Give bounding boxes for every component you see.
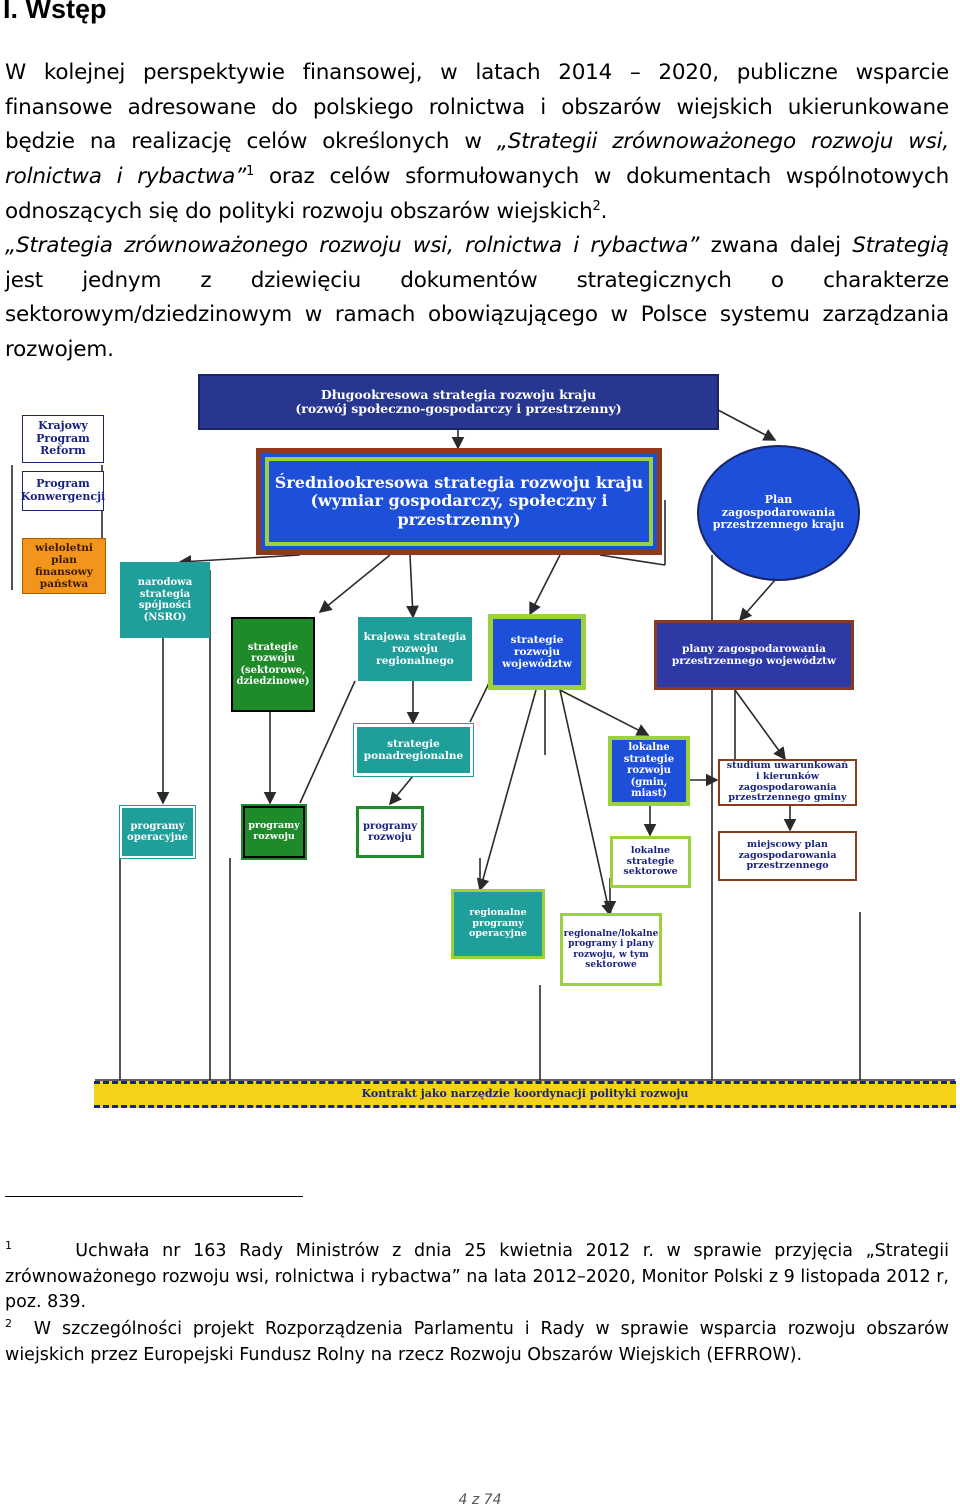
supraregional-strategies-box: strategie ponadregionalne: [353, 723, 474, 777]
nsro-box: narodowa strategia spójności (NSRO): [120, 562, 210, 638]
footnote-ref-2[interactable]: 2: [592, 198, 601, 214]
long-term-strategy-box: Długookresowa strategia rozwoju kraju (r…: [198, 374, 719, 430]
regional-operational-programs-box: regionalne programy operacyjne: [451, 889, 545, 959]
multiyear-financial-plan-box: wieloletni plan finansowy państwa: [22, 538, 106, 594]
national-reform-program-box: Krajowy Program Reform: [22, 415, 104, 463]
operational-programs-box: programy operacyjne: [119, 805, 196, 859]
local-development-strategies-box: lokalne strategie rozwoju (gmin, miast): [608, 736, 690, 806]
footnote-1: 1 Uchwała nr 163 Rady Ministrów z dnia 2…: [5, 1239, 949, 1312]
local-sector-strategies-box: lokalne strategie sektorowe: [610, 836, 691, 888]
page-number: 4 z 74: [458, 1492, 502, 1508]
convergence-program-box: Program Konwergencji: [21, 471, 105, 511]
strategy-paragraph: „Strategia zrównoważonego rozwoju wsi, r…: [5, 233, 950, 363]
para1-text: W kolejnej perspektywie finansowej, w la…: [5, 60, 949, 155]
footnote-separator: [5, 1196, 303, 1197]
para1-text-2: oraz celów sformułowanych w dokumentach …: [5, 164, 949, 224]
study-conditions-box: studium uwarunkowań i kierunków zagospod…: [718, 759, 857, 806]
page-heading: I. Wstęp: [3, 0, 107, 24]
sector-strategies-box: strategie rozwoju (sektorowe, dziedzinow…: [231, 617, 315, 712]
intro-paragraph: W kolejnej perspektywie finansowej, w la…: [5, 60, 949, 224]
strategy-title-2: „Strategia zrównoważonego rozwoju wsi, r…: [5, 233, 700, 258]
local-spatial-plan-box: miejscowy plan zagospodarowania przestrz…: [718, 831, 857, 881]
voivodeship-spatial-plans-box: plany zagospodarowania przestrzennego wo…: [654, 620, 854, 690]
strategy-title: „Strategii zrównoważonego rozwoju wsi, r…: [5, 129, 949, 190]
footnote-2: 2 W szczególności projekt Rozporządzenia…: [5, 1317, 949, 1365]
regional-development-strategy-box: krajowa strategia rozwoju regionalnego: [358, 617, 472, 681]
footnote-ref-1[interactable]: 1: [246, 163, 255, 179]
mid-term-strategy-box: Średniookresowa strategia rozwoju kraju …: [256, 448, 662, 555]
spatial-plan-circle: Plan zagospodarowania przestrzennego kra…: [697, 445, 860, 581]
contract-coordination-bar: Kontrakt jako narzędzie koordynacji poli…: [94, 1081, 956, 1108]
development-programs-box: programy rozwoju: [356, 806, 424, 858]
voivodeship-strategies-box: strategie rozwoju województw: [488, 614, 586, 690]
sector-development-programs-box: programy rozwoju: [241, 804, 307, 860]
regional-local-programs-box: regionalne/lokalne programy i plany rozw…: [560, 913, 662, 986]
